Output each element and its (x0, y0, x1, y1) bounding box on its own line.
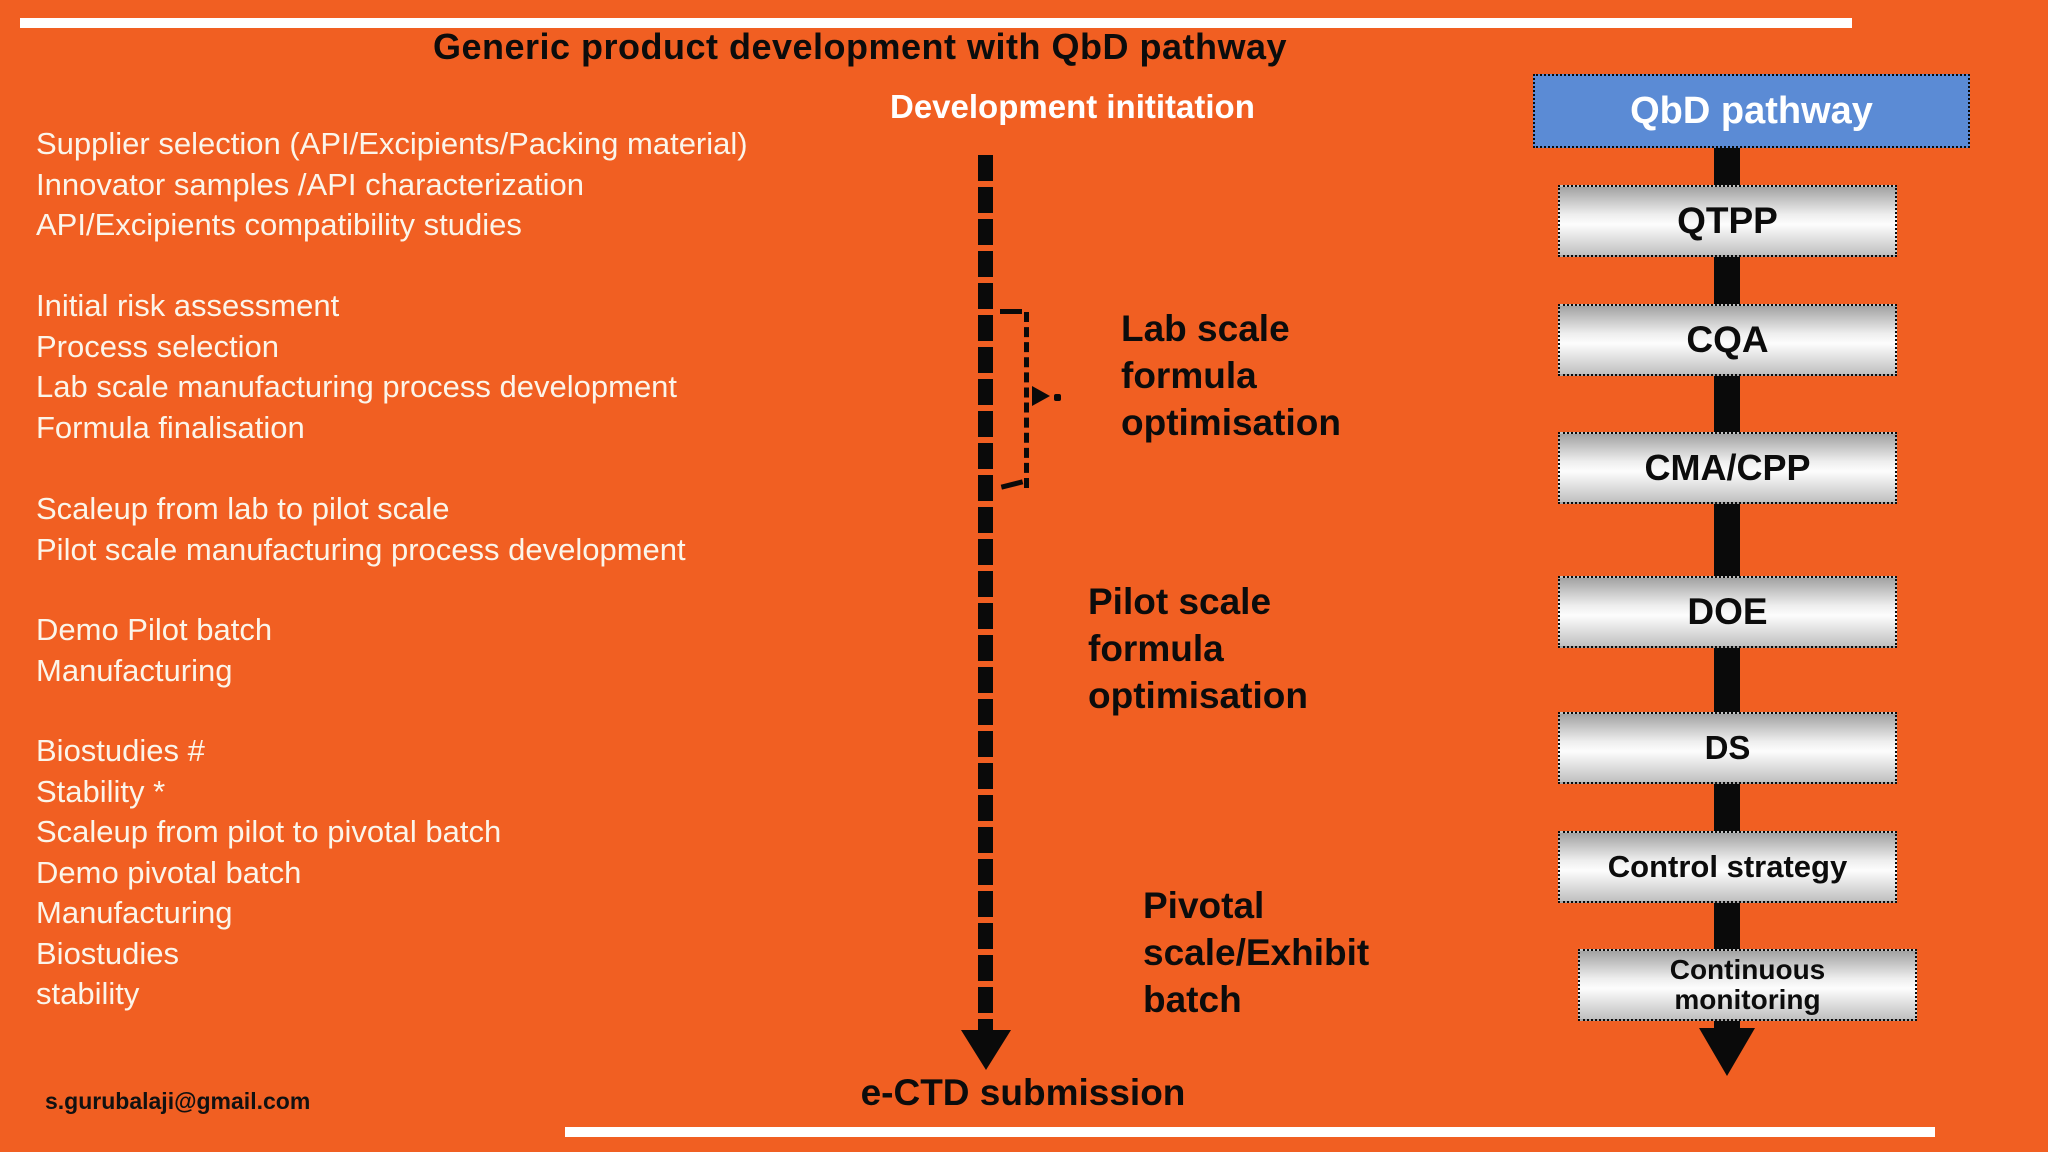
task-line: API/Excipients compatibility studies (36, 207, 522, 242)
task-line: Demo pivotal batch (36, 854, 302, 890)
author-email: s.gurubalaji@gmail.com (45, 1088, 311, 1114)
task-line: Initial risk assessment (36, 288, 340, 323)
stage-line: Pilot scale (1088, 581, 1272, 622)
task-line: Scaleup from pilot to pivotal batch (36, 814, 502, 849)
task-line: Pilot scale manufacturing process develo… (36, 531, 686, 567)
task-line: Formula finalisation (36, 409, 305, 445)
bracket-bottom-dash (1000, 479, 1024, 490)
qbd-box-cqa: CQA (1558, 304, 1897, 376)
development-initiation-label: Development inititation (890, 88, 1255, 125)
task-line: Supplier selection (API/Excipients/Packi… (36, 126, 748, 161)
task-line: Lab scale manufacturing process developm… (36, 369, 678, 404)
task-line: Stability * (36, 773, 166, 809)
task-line: Biostudies (36, 935, 180, 971)
task-line: stability (36, 976, 140, 1011)
stage-line: batch (1143, 979, 1242, 1020)
task-block-initial-risk: Initial risk assessment Process selectio… (36, 286, 677, 448)
bracket-right-arrow-icon (1032, 386, 1050, 406)
task-block-supplier-selection: Supplier selection (API/Excipients/Packi… (36, 124, 748, 246)
stage-line: formula (1121, 355, 1257, 396)
bottom-divider-line (565, 1127, 1935, 1137)
timeline-arrowhead-icon (961, 1030, 1011, 1070)
task-line: Demo Pilot batch (36, 612, 273, 647)
stage-line: Pivotal (1143, 885, 1265, 926)
timeline-arrow-stem (978, 155, 993, 1035)
stage-line: optimisation (1121, 402, 1341, 443)
stage-line: scale/Exhibit (1143, 932, 1370, 973)
qbd-box-cma-cpp: CMA/CPP (1558, 432, 1897, 504)
qbd-box-continuous-monitoring: Continuous monitoring (1578, 949, 1917, 1021)
bracket-top-dash (1000, 309, 1022, 314)
qbd-pathway-header: QbD pathway (1533, 74, 1970, 148)
page-title: Generic product development with QbD pat… (432, 26, 1288, 67)
bracket-dot (1054, 394, 1061, 401)
qbd-box-doe: DOE (1558, 576, 1897, 648)
qbd-box-control-strategy: Control strategy (1558, 831, 1897, 903)
qbd-arrowhead-icon (1699, 1028, 1755, 1076)
stage-line: optimisation (1088, 675, 1308, 716)
qbd-box-ds: DS (1558, 712, 1897, 784)
task-line: Innovator samples /API characterization (36, 166, 584, 202)
stage-label-pilot-scale: Pilot scale formula optimisation (1088, 578, 1308, 719)
task-line: Manufacturing (36, 652, 233, 688)
ectd-submission-label: e-CTD submission (860, 1072, 1186, 1113)
stage-line: formula (1088, 628, 1224, 669)
task-block-biostudies: Biostudies # Stability * Scaleup from pi… (36, 731, 501, 1015)
task-block-demo-pilot: Demo Pilot batch Manufacturing (36, 610, 272, 691)
bracket-dashed-line (1024, 312, 1029, 488)
top-divider-line (20, 18, 1852, 28)
stage-label-pivotal-scale: Pivotal scale/Exhibit batch (1143, 882, 1369, 1023)
qbd-box-qtpp: QTPP (1558, 185, 1897, 257)
task-block-scaleup-pilot: Scaleup from lab to pilot scale Pilot sc… (36, 489, 686, 570)
stage-label-lab-scale: Lab scale formula optimisation (1121, 305, 1341, 446)
stage-line: Lab scale (1121, 308, 1290, 349)
task-line: Biostudies # (36, 733, 205, 768)
task-line: Manufacturing (36, 895, 233, 930)
task-line: Scaleup from lab to pilot scale (36, 491, 450, 526)
task-line: Process selection (36, 328, 279, 364)
